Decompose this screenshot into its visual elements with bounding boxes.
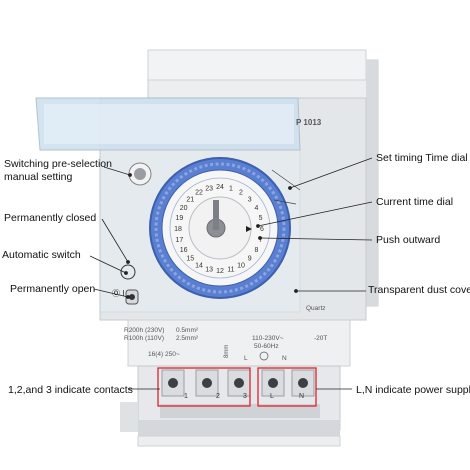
callout-automatic-switch: Automatic switch (2, 249, 81, 261)
dial-number: 8 (254, 247, 258, 254)
spec-left-2: R100h (110V) (124, 335, 164, 342)
dial-number: 17 (176, 237, 184, 244)
dial-number: 24 (216, 184, 224, 191)
dial-number: 23 (205, 185, 213, 192)
bottom-l: L (244, 355, 248, 362)
callout-contacts: 1,2,and 3 indicate contacts (8, 384, 133, 396)
supply-1: 110-230V~ (252, 335, 284, 342)
terminal-block (160, 369, 320, 418)
leader-lines (89, 157, 373, 390)
callout-switching-line2: manual setting (4, 171, 73, 183)
dial-number: 7 (259, 237, 263, 244)
dial-number: 11 (227, 267, 234, 274)
callout-switching-preselection: Switching pre-selection manual setting (4, 158, 112, 184)
mode-switch[interactable] (120, 264, 139, 305)
switch-marks: Ⓞ I (112, 289, 124, 298)
bottom-n: N (282, 355, 287, 362)
callout-dust-cover: Transparent dust cover (368, 284, 470, 296)
dial-number: 9 (248, 256, 252, 263)
spec-wire-2: 2.5mm² (176, 335, 199, 342)
rating: 16(4) 250~ (148, 351, 180, 358)
dial-number: 15 (186, 256, 194, 263)
dial-number: 21 (186, 196, 194, 203)
dial-number: 4 (254, 205, 258, 212)
strip-length: 8mm (224, 345, 230, 358)
preselection-knob[interactable] (128, 162, 152, 186)
dial-number: 12 (216, 268, 224, 275)
spec-wire-1: 0.5mm² (176, 327, 199, 334)
dial-number: 20 (180, 205, 188, 212)
dial-number: 5 (259, 215, 263, 222)
power-highlight (257, 367, 317, 407)
terminal-1: 1 (184, 393, 188, 400)
dial-number: 13 (205, 267, 213, 274)
dial-number: 3 (248, 196, 252, 203)
contacts-highlight (157, 367, 251, 407)
callout-current-time: Current time dial (376, 196, 454, 208)
dial-number: 14 (195, 262, 203, 269)
model-number: P 1013 (296, 118, 322, 127)
callout-permanently-open: Permanently open (10, 283, 96, 295)
temp: -20T (314, 335, 327, 342)
callout-set-timing: Set timing Time dial (376, 152, 468, 164)
supply-2: 50-60Hz (254, 343, 279, 350)
terminal-3: 3 (243, 393, 247, 400)
dial-number: 1 (229, 185, 233, 192)
callout-push-outward: Push outward (376, 234, 441, 246)
dial-number: 16 (180, 247, 188, 254)
callout-switching-line1: Switching pre-selection (4, 158, 112, 170)
dial-number: 6 (260, 226, 264, 233)
terminal-2: 2 (216, 393, 220, 400)
dial-number: 18 (174, 226, 182, 233)
dial-number: 2 (239, 190, 243, 197)
terminal-l: L (270, 393, 274, 400)
dial-number: 10 (237, 262, 245, 269)
side-scale (271, 169, 301, 205)
brand-mark: Quartz (306, 305, 326, 312)
dial-number: 22 (195, 190, 203, 197)
dial-number: 19 (176, 215, 184, 222)
terminal-n: N (299, 393, 304, 400)
spec-left-1: R200h (230V) (124, 327, 164, 334)
callout-power-supply: L,N indicate power supply (356, 384, 470, 396)
callout-permanently-closed: Permanently closed (4, 212, 97, 224)
